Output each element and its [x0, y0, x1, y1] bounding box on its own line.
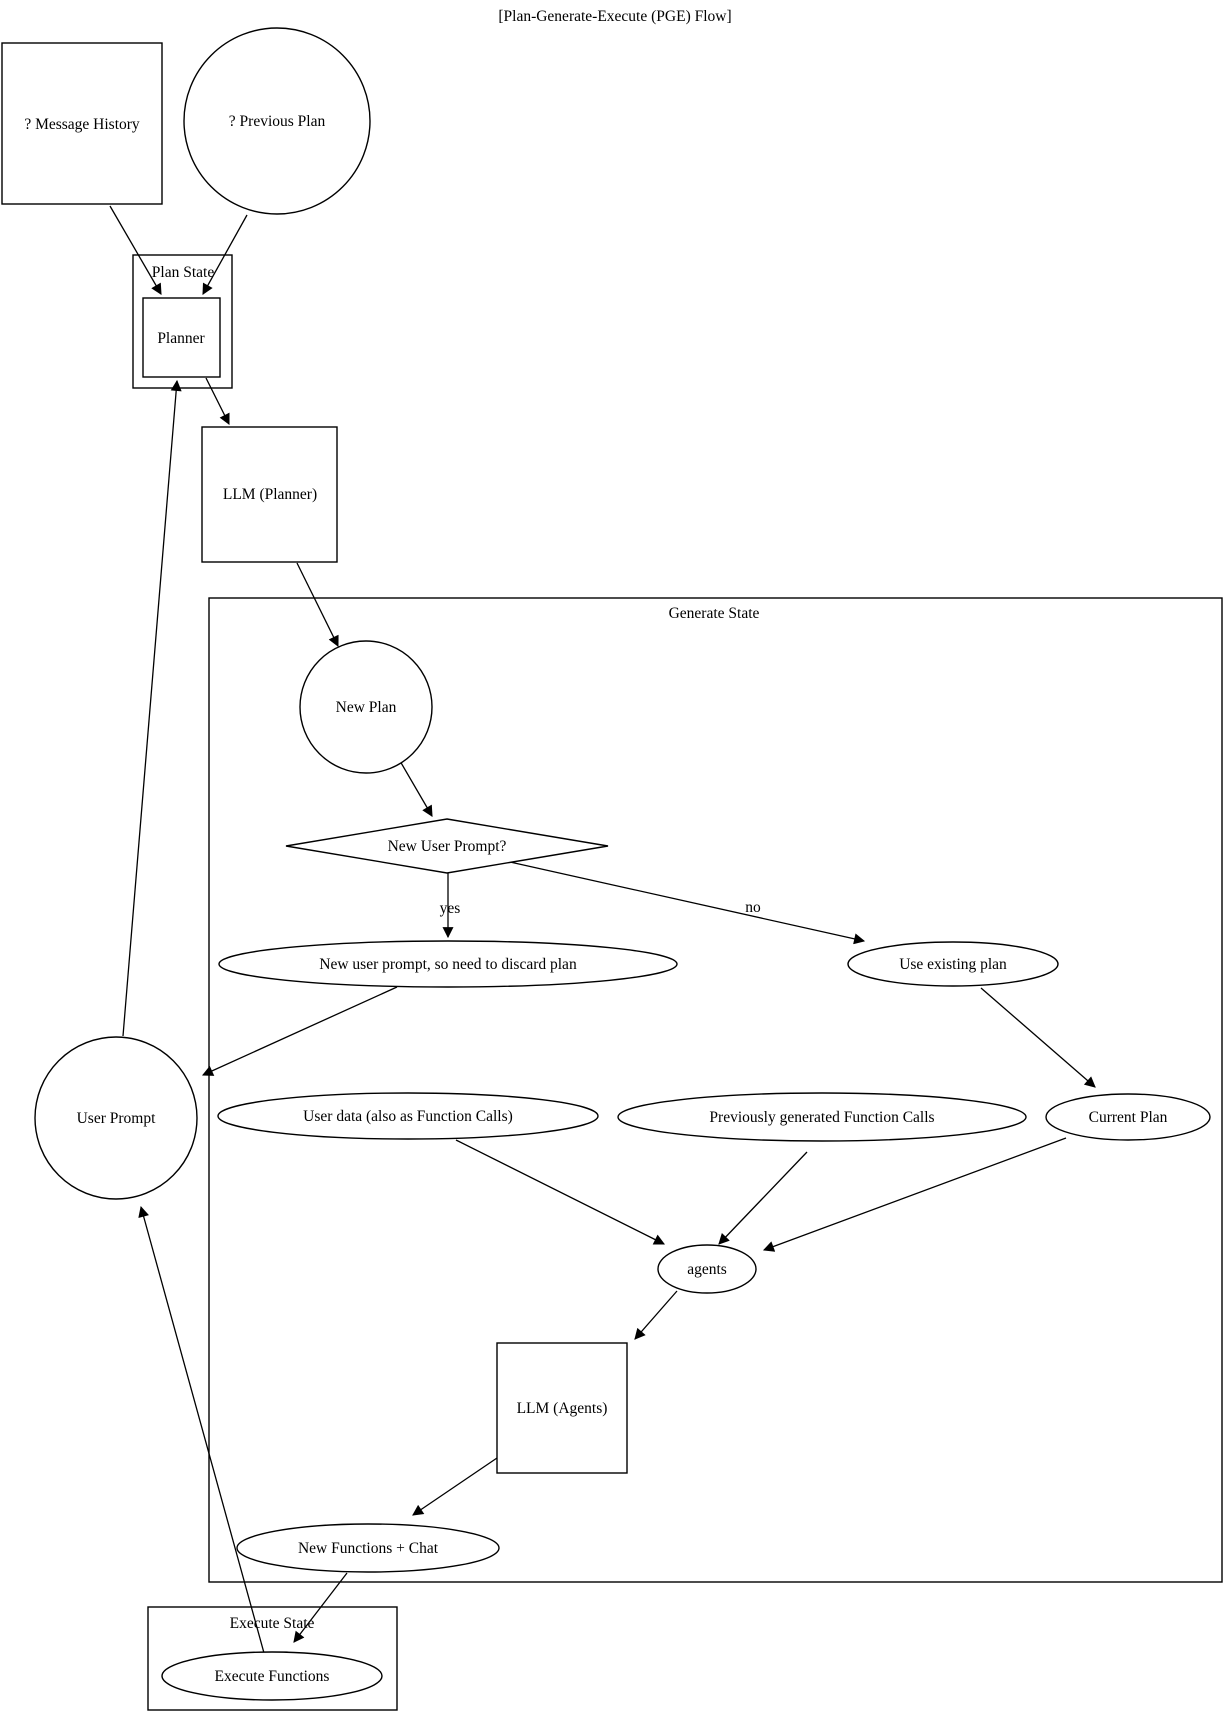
use-existing-plan-label: Use existing plan	[899, 956, 1007, 973]
edge-llm-agents-to-new-functions	[412, 1457, 498, 1516]
execute-state-border	[147, 1606, 398, 1711]
node-use-existing-plan: Use existing plan	[847, 941, 1059, 987]
node-agents: agents	[657, 1244, 757, 1294]
discard-plan-label: New user prompt, so need to discard plan	[319, 956, 577, 973]
new-functions-chat-ellipse	[236, 1523, 500, 1573]
generate-state-border	[208, 597, 1223, 1583]
new-plan-label: New Plan	[336, 699, 397, 716]
llm-agents-box	[496, 1342, 628, 1474]
edge-new-plan-to-decision	[399, 760, 433, 817]
previous-plan-circle	[183, 27, 371, 215]
edges: yes no	[109, 205, 1096, 1654]
node-new-user-prompt-decision: New User Prompt?	[285, 818, 609, 874]
edge-new-functions-to-execute	[293, 1572, 348, 1643]
node-discard-plan: New user prompt, so need to discard plan	[218, 940, 678, 988]
cluster-execute-state: Execute State	[147, 1606, 398, 1711]
edge-user-prompt-to-planner	[122, 379, 182, 1037]
edge-planner-to-llm-planner	[205, 377, 230, 425]
user-prompt-circle	[34, 1036, 198, 1200]
discard-plan-ellipse	[218, 940, 678, 988]
edge-use-existing-to-current-plan	[980, 987, 1096, 1088]
prev-function-calls-label: Previously generated Function Calls	[709, 1109, 934, 1126]
plan-state-label: Plan State	[152, 264, 215, 281]
edge-label-yes: yes	[440, 900, 461, 917]
new-user-prompt-label: New User Prompt?	[388, 838, 507, 855]
node-previous-plan: ? Previous Plan	[183, 27, 371, 215]
llm-agents-label: LLM (Agents)	[517, 1400, 608, 1417]
current-plan-label: Current Plan	[1089, 1109, 1168, 1126]
edge-current-plan-to-agents	[762, 1137, 1067, 1252]
new-functions-chat-label: New Functions + Chat	[298, 1540, 439, 1557]
previous-plan-label: ? Previous Plan	[229, 113, 326, 130]
user-data-label: User data (also as Function Calls)	[303, 1108, 513, 1125]
edge-discard-to-user-prompt	[201, 986, 398, 1076]
node-prev-function-calls: Previously generated Function Calls	[617, 1092, 1027, 1142]
edge-message-history-to-planner	[109, 205, 162, 295]
edge-user-data-to-agents	[455, 1139, 665, 1245]
node-user-prompt: User Prompt	[34, 1036, 198, 1200]
node-planner: Planner	[142, 297, 221, 378]
llm-planner-box	[201, 426, 338, 563]
message-history-box	[1, 42, 163, 205]
edge-agents-to-llm-agents	[634, 1290, 678, 1340]
node-message-history: ? Message History	[1, 42, 163, 205]
diagram-title: [Plan-Generate-Execute (PGE) Flow]	[498, 8, 731, 25]
plan-state-border	[132, 254, 233, 389]
new-user-prompt-diamond	[285, 818, 609, 874]
agents-label: agents	[687, 1261, 727, 1278]
user-prompt-label: User Prompt	[77, 1110, 156, 1127]
agents-ellipse	[657, 1244, 757, 1294]
edge-label-no: no	[745, 899, 761, 916]
planner-box	[142, 297, 221, 378]
execute-state-label: Execute State	[230, 1615, 315, 1632]
planner-label: Planner	[157, 330, 205, 347]
cluster-plan-state: Plan State	[132, 254, 233, 389]
new-plan-circle	[299, 640, 433, 774]
prev-function-calls-ellipse	[617, 1092, 1027, 1142]
current-plan-ellipse	[1045, 1093, 1211, 1141]
edge-previous-plan-to-planner	[202, 214, 248, 295]
use-existing-plan-ellipse	[847, 941, 1059, 987]
node-user-data: User data (also as Function Calls)	[217, 1092, 599, 1140]
execute-functions-ellipse	[161, 1651, 383, 1701]
node-new-functions-chat: New Functions + Chat	[236, 1523, 500, 1573]
edge-execute-to-user-prompt	[138, 1205, 265, 1654]
message-history-label: ? Message History	[24, 116, 140, 133]
node-execute-functions: Execute Functions	[161, 1651, 383, 1701]
llm-planner-label: LLM (Planner)	[223, 486, 317, 503]
execute-functions-label: Execute Functions	[215, 1668, 330, 1685]
node-llm-planner: LLM (Planner)	[201, 426, 338, 563]
node-new-plan: New Plan	[299, 640, 433, 774]
node-llm-agents: LLM (Agents)	[496, 1342, 628, 1474]
user-data-ellipse	[217, 1092, 599, 1140]
cluster-generate-state: Generate State	[208, 597, 1223, 1583]
edge-decision-no	[509, 861, 866, 945]
generate-state-label: Generate State	[669, 605, 760, 622]
edge-prev-calls-to-agents	[718, 1151, 808, 1245]
node-current-plan: Current Plan	[1045, 1093, 1211, 1141]
edge-llm-planner-to-new-plan	[296, 562, 339, 647]
